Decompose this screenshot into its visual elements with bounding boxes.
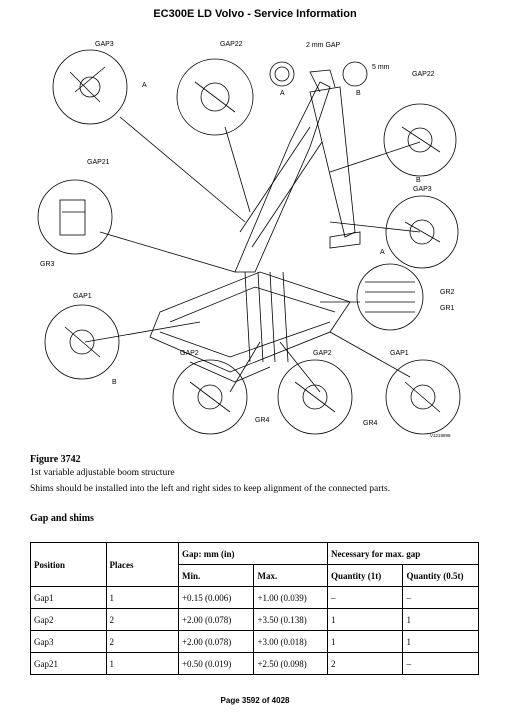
label-b-left: B — [112, 379, 117, 386]
figure-code: V1218898 — [430, 433, 451, 438]
cell-quantity-05t: – — [402, 652, 479, 675]
header-quantity-1t: Quantity (1t) — [326, 564, 404, 587]
cell-min: +0.50 (0.019) — [177, 652, 255, 675]
cell-quantity-05t: 1 — [402, 608, 479, 631]
page-footer: Page 3592 of 4028 — [220, 696, 290, 705]
figure-drawing: GAP3 GAP22 2 mm GAP A B 5 mm GAP22 B GAP… — [37, 41, 461, 438]
cell-quantity-1t: 1 — [326, 608, 404, 631]
label-a-left: A — [142, 82, 147, 89]
cell-quantity-05t: – — [402, 586, 479, 609]
label-2mm-gap: 2 mm GAP — [306, 42, 341, 49]
cell-max: +1.00 (0.039) — [253, 586, 328, 609]
label-5mm: 5 mm — [372, 64, 390, 71]
cell-min: +2.00 (0.078) — [177, 630, 255, 653]
cell-min: +2.00 (0.078) — [177, 608, 255, 631]
figure-caption-title: Figure 3742 — [30, 454, 81, 465]
cell-quantity-1t: 2 — [326, 652, 404, 675]
cell-places: 1 — [105, 586, 179, 609]
header-min: Min. — [177, 564, 255, 587]
page-header: EC300E LD Volvo - Service Information — [153, 8, 357, 20]
header-gap: Gap: mm (in) — [177, 542, 328, 565]
cell-min: +0.15 (0.006) — [177, 586, 255, 609]
cell-places: 2 — [105, 630, 179, 653]
table-row: Gap2 2 +2.00 (0.078) +3.50 (0.138) 1 1 — [30, 608, 479, 631]
label-gap3-right: GAP3 — [413, 186, 432, 193]
cell-position: Gap1 — [30, 586, 107, 609]
cell-position: Gap2 — [30, 608, 107, 631]
header-necessary: Necessary for max. gap — [326, 542, 480, 565]
table-header-row: Position Places Gap: mm (in) Necessary f… — [30, 542, 480, 587]
cell-position: Gap21 — [30, 652, 107, 675]
table-row: Gap1 1 +0.15 (0.006) +1.00 (0.039) – – — [30, 586, 479, 609]
gap-shims-table: Position Places Gap: mm (in) Necessary f… — [30, 542, 480, 675]
label-gap2-a: GAP2 — [180, 350, 199, 357]
label-a-right: A — [380, 249, 385, 256]
cell-max: +3.00 (0.018) — [253, 630, 328, 653]
label-gr2: GR2 — [440, 289, 455, 296]
label-gap22-top: GAP22 — [220, 41, 243, 48]
header-places: Places — [105, 542, 179, 587]
figure-caption-line2: Shims should be installed into the left … — [30, 484, 391, 494]
header-quantity-05t: Quantity (0.5t) — [402, 564, 479, 587]
figure-caption-line1: 1st variable adjustable boom structure — [30, 468, 175, 478]
cell-places: 1 — [105, 652, 179, 675]
cell-quantity-1t: 1 — [326, 630, 404, 653]
table-row: Gap3 2 +2.00 (0.078) +3.00 (0.018) 1 1 — [30, 630, 479, 653]
label-gap3-top-left: GAP3 — [95, 41, 114, 48]
cell-max: +2.50 (0.098) — [253, 652, 328, 675]
label-b-right: B — [416, 177, 421, 184]
label-gr4-a: GR4 — [255, 417, 270, 424]
cell-places: 2 — [105, 608, 179, 631]
label-gap1-right: GAP1 — [390, 350, 409, 357]
label-a-under: A — [280, 90, 285, 97]
cell-quantity-1t: – — [326, 586, 404, 609]
cell-quantity-05t: 1 — [402, 630, 479, 653]
header-max: Max. — [253, 564, 328, 587]
cell-max: +3.50 (0.138) — [253, 608, 328, 631]
boom-structure-figure: GAP3 GAP22 2 mm GAP A B 5 mm GAP22 B GAP… — [30, 32, 480, 442]
section-title: Gap and shims — [30, 513, 94, 524]
label-gap2-b: GAP2 — [313, 350, 332, 357]
label-gr3: GR3 — [40, 261, 55, 268]
label-gr1: GR1 — [440, 305, 455, 312]
cell-position: Gap3 — [30, 630, 107, 653]
label-b-under: B — [356, 90, 361, 97]
label-gap22-right: GAP22 — [412, 71, 435, 78]
table-subheader-row: Min. Max. Quantity (1t) Quantity (0.5t) — [31, 564, 479, 587]
table-row: Gap21 1 +0.50 (0.019) +2.50 (0.098) 2 – — [30, 652, 479, 675]
label-gap21: GAP21 — [87, 159, 110, 166]
header-position: Position — [30, 542, 107, 587]
label-gr4-b: GR4 — [363, 420, 378, 427]
label-gap1-left: GAP1 — [73, 293, 92, 300]
